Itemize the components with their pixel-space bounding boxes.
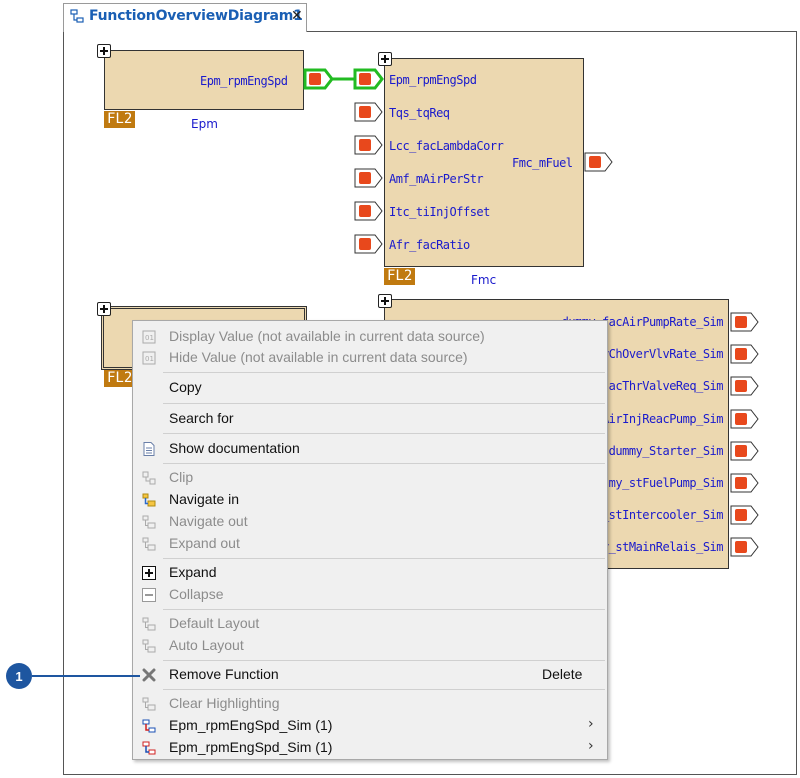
menu-item-label: Copy [169,379,202,395]
port-label: Lcc_facLambdaCorr [389,139,504,153]
port-label: dummy_Starter_Sim [608,444,724,458]
menu-separator [163,372,605,373]
menu-item-copy[interactable]: Copy [133,377,607,399]
menu-separator [163,403,605,404]
menu-separator [163,660,605,661]
port-label: Amf_mAirPerStr [389,172,484,186]
port-label: ny_stMainRelais_Sim [595,540,723,554]
expand-plus-icon[interactable] [97,44,111,58]
port-label: Itc_tiInjOffset [389,205,490,219]
port-label: my_stFuelPump_Sim [608,476,724,490]
svg-text:01: 01 [145,334,154,342]
menu-item-auto-layout[interactable]: Auto Layout [133,635,607,657]
clear-highlighting-icon [142,697,156,711]
signal-flow-icon [142,741,156,755]
collapse-icon [142,588,156,602]
signal-flow-icon [142,719,156,733]
menu-item-collapse[interactable]: Collapse [133,584,607,606]
submenu-arrow-icon: › [588,738,594,754]
menu-item-label: Search for [169,410,234,426]
callout-line [32,675,140,677]
hide-value-icon: 01 [142,351,156,365]
auto-layout-icon [142,639,156,653]
menu-item-label: Display Value (not available in current … [169,328,485,344]
tab-title: FunctionOverviewDiagram1 [89,8,303,24]
menu-separator [163,689,605,690]
menu-item-label: Navigate in [169,491,240,507]
menu-item-label: Clip [169,469,194,485]
tab-function-overview-diagram[interactable] [63,3,307,32]
menu-item-label: Epm_rpmEngSpd_Sim (1) [169,739,333,755]
menu-item-navigate-out[interactable]: Navigate out [133,511,607,533]
expand-plus-icon[interactable] [97,302,111,316]
diagram-icon [70,9,84,23]
menu-item-default-layout[interactable]: Default Layout [133,613,607,635]
menu-item-label: Expand [169,564,217,580]
menu-separator [163,558,605,559]
menu-item-label: Remove Function [169,666,279,682]
navigate-out-icon [142,515,156,529]
function-block-fmc[interactable] [384,58,584,267]
menu-item-expand[interactable]: Expand [133,562,607,584]
menu-separator [163,463,605,464]
menu-item-remove-function[interactable]: Remove Function Delete [133,664,607,686]
port-label: Epm_rpmEngSpd [389,73,477,87]
clip-icon [142,471,156,485]
fl2-tag: FL2 [104,370,136,387]
menu-item-label: Show documentation [169,440,300,456]
fl2-tag: FL2 [104,111,136,128]
svg-text:01: 01 [145,355,154,363]
expand-icon [142,566,156,580]
port-label: rChOverVlvRate_Sim [601,347,724,361]
submenu-arrow-icon: › [588,716,594,732]
menu-item-search-for[interactable]: Search for [133,408,607,430]
menu-item-label: Collapse [169,586,224,602]
menu-item-show-documentation[interactable]: Show documentation [133,438,607,460]
expand-out-icon [142,537,156,551]
menu-item-sim-1[interactable]: Epm_rpmEngSpd_Sim (1) › [133,715,607,737]
display-value-icon: 01 [142,330,156,344]
port-label: AirInjReacPump_Sim [601,412,724,426]
menu-item-label: Navigate out [169,513,248,529]
callout-badge: 1 [6,663,32,689]
navigate-in-icon [142,493,156,507]
menu-separator [163,609,605,610]
menu-item-label: Epm_rpmEngSpd_Sim (1) [169,717,333,733]
menu-item-display-value[interactable]: 01 Display Value (not available in curre… [133,326,607,348]
port-label: ny_stIntercooler_Sim [588,508,724,522]
context-menu: 01 Display Value (not available in curre… [132,320,608,760]
default-layout-icon [142,617,156,631]
close-icon[interactable]: ✕ [291,8,303,24]
function-block-epm[interactable] [104,50,304,110]
menu-item-label: Auto Layout [169,637,244,653]
menu-item-navigate-in[interactable]: Navigate in [133,489,607,511]
expand-plus-icon[interactable] [378,52,392,66]
menu-item-clear-highlighting[interactable]: Clear Highlighting [133,693,607,715]
menu-item-clip[interactable]: Clip [133,467,607,489]
remove-x-icon [142,668,156,682]
document-icon [143,442,155,456]
menu-item-label: Expand out [169,535,240,551]
menu-item-label: Hide Value (not available in current dat… [169,349,468,365]
port-label: Fmc_mFuel [512,156,573,170]
expand-plus-icon[interactable] [378,294,392,308]
block-name: Fmc [471,273,497,287]
menu-item-expand-out[interactable]: Expand out [133,533,607,555]
block-name: Epm [191,117,218,131]
port-label: acThrValveReq_Sim [608,379,724,393]
port-label: Epm_rpmEngSpd [200,74,288,88]
port-label: Tqs_tqReq [389,106,450,120]
menu-item-hide-value[interactable]: 01 Hide Value (not available in current … [133,347,607,369]
menu-item-label: Clear Highlighting [169,695,280,711]
fl2-tag: FL2 [384,268,416,285]
menu-item-label: Default Layout [169,615,260,631]
menu-separator [163,433,605,434]
shortcut-label: Delete [542,666,583,682]
port-label: Afr_facRatio [389,238,470,252]
menu-item-sim-2[interactable]: Epm_rpmEngSpd_Sim (1) › [133,737,607,759]
